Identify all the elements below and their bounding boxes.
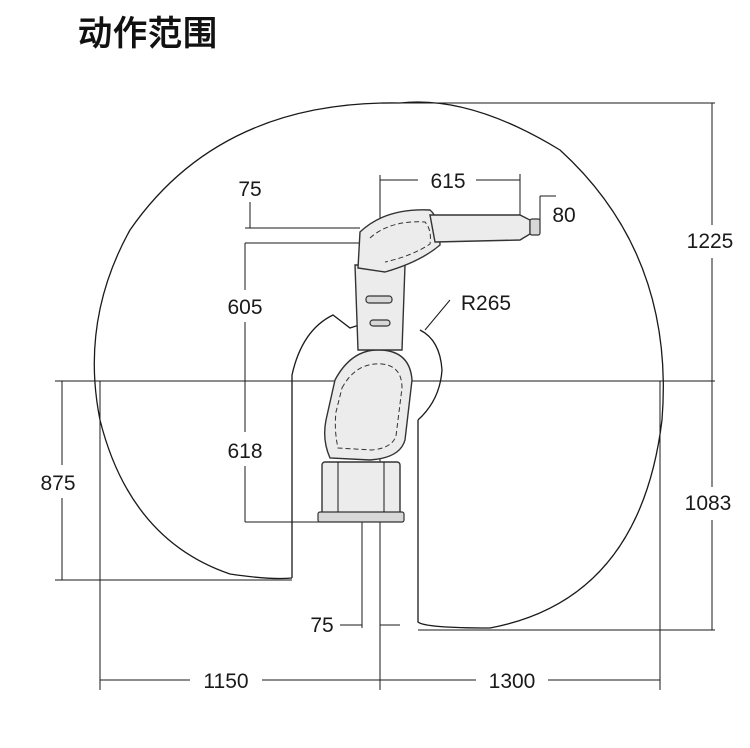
- dim-label-1300: 1300: [489, 670, 536, 693]
- dim-label-80: 80: [552, 204, 575, 227]
- page-title: 动作范围: [78, 14, 218, 54]
- dim-label-75-top: 75: [238, 178, 261, 201]
- robot-lower-arm: [323, 349, 413, 461]
- dim-label-1150: 1150: [203, 670, 248, 693]
- dim-label-r265: R265: [461, 292, 511, 315]
- dim-label-615: 615: [430, 170, 465, 193]
- robot-upper-arm: [357, 209, 541, 273]
- robot-base: [317, 461, 405, 523]
- dim-label-875: 875: [40, 472, 75, 495]
- r265-leader-line: [424, 299, 451, 331]
- dim-label-1083: 1083: [685, 492, 732, 515]
- robot-vertical-link: [354, 264, 406, 351]
- dim-label-618: 618: [227, 440, 262, 463]
- dim-label-75-bottom: 75: [310, 614, 333, 637]
- dim-label-605: 605: [227, 296, 262, 319]
- dim-label-1225: 1225: [687, 230, 734, 253]
